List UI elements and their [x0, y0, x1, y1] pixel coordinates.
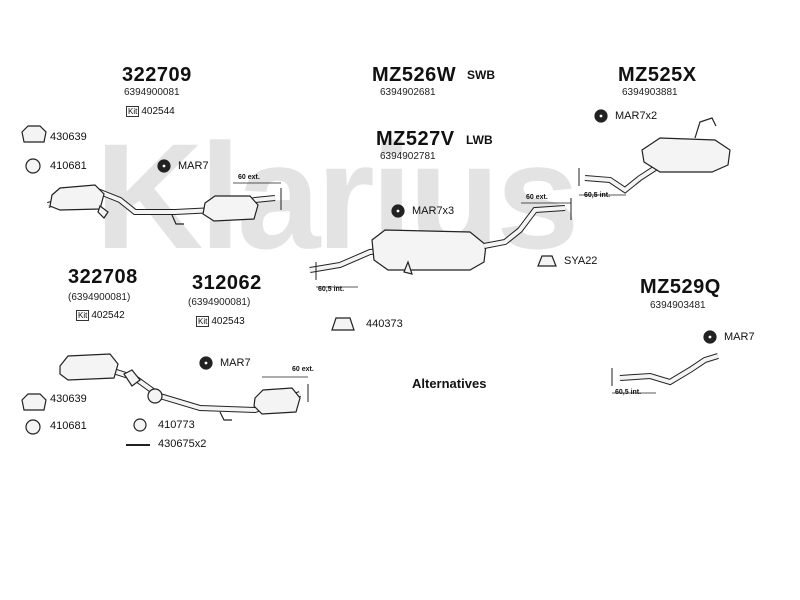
ring-icon [25, 158, 41, 174]
clamp-icon [331, 317, 355, 331]
rear-box-mz526w [309, 198, 572, 288]
alternatives-heading: Alternatives [412, 376, 487, 391]
part-mar7-a: MAR7 [178, 160, 209, 172]
hanger-icon [537, 255, 557, 267]
ref-mz529q: 6394903481 [650, 300, 706, 311]
code-mz529q: MZ529Q [640, 276, 721, 298]
front-pipe-322709 [47, 182, 282, 225]
part-mar7-c: MAR7 [724, 331, 755, 343]
klarius-watermark: Klarius [95, 112, 576, 280]
kit-322708: Kit 402542 [76, 310, 125, 321]
ref-mz526w: 6394902681 [380, 87, 436, 98]
ref-322708: (6394900081) [68, 292, 131, 303]
part-410681-a: 410681 [50, 160, 87, 172]
part-410773: 410773 [158, 419, 195, 431]
ref-mz525x: 6394903881 [622, 87, 678, 98]
part-430675x2: 430675x2 [158, 438, 207, 450]
int-label-2: 60,5 int. [318, 286, 345, 293]
tail-pipe-mz529q [611, 353, 719, 394]
part-mar7x3: MAR7x3 [412, 205, 455, 217]
code-mz525x: MZ525X [618, 64, 697, 86]
part-430639-a: 430639 [50, 131, 87, 143]
part-440373: 440373 [366, 318, 403, 330]
code-312062: 312062 [192, 272, 262, 294]
code-mz527v: MZ527V [376, 128, 455, 150]
code-322708: 322708 [68, 266, 138, 288]
kit-322709: Kit 402544 [126, 106, 175, 117]
code-mz526w: MZ526W [372, 64, 457, 86]
rear-box-mz525x [578, 117, 731, 196]
part-430639-b: 430639 [50, 393, 87, 405]
ref-mz527v: 6394902781 [380, 151, 436, 162]
int-label-3: 60,5 int. [615, 389, 642, 396]
tag-swb: SWB [467, 68, 495, 82]
kit-badge: Kit [126, 106, 140, 117]
kit-312062: Kit 402543 [196, 316, 245, 327]
part-410681-b: 410681 [50, 420, 87, 432]
ref-312062: (6394900081) [188, 297, 251, 308]
int-label-1: 60,5 int. [584, 192, 611, 199]
tag-lwb: LWB [466, 133, 493, 147]
part-icons [21, 109, 717, 446]
ext-label-2: 60 ext. [526, 194, 548, 201]
clamp-icon [21, 125, 47, 143]
ext-label-1: 60 ext. [238, 174, 260, 181]
front-pipe-322708 [59, 353, 309, 421]
ref-322709: 6394900081 [124, 87, 180, 98]
part-sya22: SYA22 [564, 255, 598, 267]
ext-label-3: 60 ext. [292, 366, 314, 373]
code-322709: 322709 [122, 64, 192, 86]
kit-number: 402544 [141, 106, 175, 117]
part-mar7-b: MAR7 [220, 357, 251, 369]
part-mar7x2: MAR7x2 [615, 110, 658, 122]
